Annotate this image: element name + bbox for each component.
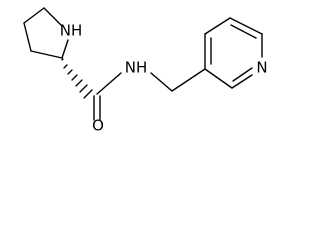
bond-py-c2-c3 <box>204 68 233 89</box>
atom-labels: NH NH O N <box>60 22 268 133</box>
pyrrolidine-ring <box>23 7 69 59</box>
hash-line-7 <box>83 89 93 99</box>
bond-nh-to-ch2 <box>150 72 173 92</box>
amide-group <box>93 68 206 121</box>
hash-line-6 <box>79 84 88 93</box>
bond-ring-c3-c4 <box>23 22 32 52</box>
bond-ring-c5-n <box>61 39 69 59</box>
chemical-structure: NH NH O N <box>23 7 268 133</box>
hash-line-4 <box>71 74 78 81</box>
bond-ring-c4-c5 <box>30 50 63 59</box>
pyridine-nitrogen-label: N <box>256 59 267 77</box>
bond-ring-c2-n <box>43 7 63 27</box>
bond-py-c5-c6 <box>229 17 263 35</box>
hash-line-2 <box>63 64 68 69</box>
bond-py-inner-2 <box>230 24 257 39</box>
bond-py-n-c2 <box>231 74 253 89</box>
pyridine-ring <box>204 17 263 89</box>
hash-line-5 <box>75 79 83 87</box>
carbonyl-oxygen-label: O <box>92 117 104 133</box>
bond-ring-c2-c3 <box>23 7 45 24</box>
amide-nh-label: NH <box>125 59 148 77</box>
pyrrolidine-nh-label: NH <box>60 22 83 40</box>
hash-line-3 <box>67 69 73 75</box>
bond-py-c4-c5 <box>204 17 231 35</box>
hash-line-1 <box>61 58 64 61</box>
bond-py-inner-3 <box>232 67 253 82</box>
bond-carbonyl-to-nh <box>96 72 122 95</box>
stereo-hash-wedge <box>61 58 93 99</box>
bond-ch2-to-pyridine <box>171 68 206 92</box>
